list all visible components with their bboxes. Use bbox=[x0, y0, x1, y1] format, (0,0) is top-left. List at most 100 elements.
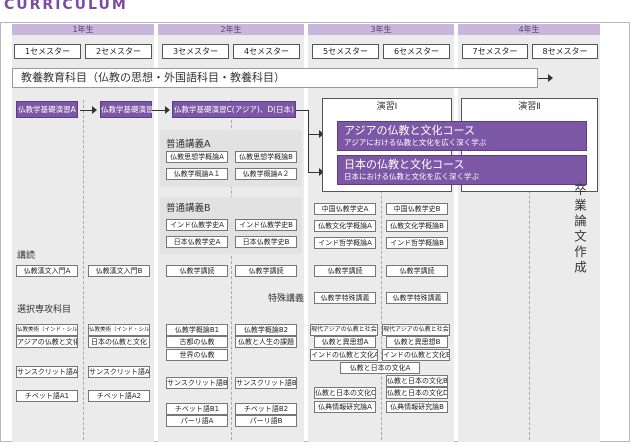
course-item: チベット語B1 bbox=[166, 403, 228, 415]
asia-course: アジアの仏教と文化コース アジアにおける仏教と文化を広く深く学ぶ bbox=[337, 121, 587, 151]
arrow-line bbox=[308, 134, 320, 135]
seminar-2-label: 演習Ⅱ bbox=[518, 102, 541, 112]
course-item: 日本仏教学史B bbox=[235, 236, 297, 248]
foundation-seminar-cd: 仏教学基礎演習C(アジア)、D(日本) bbox=[172, 101, 296, 118]
japan-course: 日本の仏教と文化コース 日本における仏教と文化を広く深く学ぶ bbox=[337, 155, 587, 185]
graduation-thesis: 卒業論文作成 bbox=[572, 183, 587, 276]
year-header: 3年生 bbox=[308, 24, 454, 35]
course-item: 仏教と異思想B bbox=[386, 336, 448, 348]
course-item: インド哲学概論A bbox=[314, 237, 376, 249]
asia-course-desc: アジアにおける仏教と文化を広く深く学ぶ bbox=[344, 138, 487, 147]
year-header: 1年生 bbox=[12, 24, 154, 35]
course-item: 日本の仏教と文化 bbox=[88, 336, 150, 348]
course-item: 現代アジアの仏教と社会B bbox=[382, 324, 450, 336]
section-dokkai: 講読 bbox=[17, 251, 36, 261]
arrow-line bbox=[538, 78, 548, 79]
course-item: 仏教学特殊講義 bbox=[386, 292, 448, 304]
semester-2: 2セメスター bbox=[85, 44, 152, 59]
arrow-line bbox=[152, 110, 165, 111]
japan-course-name: 日本の仏教と文化コース bbox=[344, 158, 465, 171]
course-item: 中国仏教学史A bbox=[314, 203, 376, 215]
course-item: 仏教学概論B2 bbox=[235, 324, 297, 336]
course-item: 仏教と日本の文化C bbox=[314, 387, 376, 399]
course-item: 仏教文化学概論B bbox=[386, 220, 448, 232]
course-item: 仏教美術（インド・シルクロード）入門B bbox=[88, 324, 150, 336]
course-item: チベット語A1 bbox=[16, 390, 78, 402]
course-item: 仏教学概論B1 bbox=[166, 324, 228, 336]
year-header: 2年生 bbox=[158, 24, 304, 35]
course-item: インド仏教学史A bbox=[166, 219, 228, 231]
semester-6: 6セメスター bbox=[383, 44, 450, 59]
section-senmon: 選択専攻科目 bbox=[17, 305, 72, 315]
general-education-bar: 教養教育科目（仏教の思想・外国語科目・教養科目） bbox=[12, 68, 538, 88]
course-item: 中国仏教学史B bbox=[386, 203, 448, 215]
course-item: 仏教学概論A２ bbox=[235, 168, 297, 180]
arrow-line bbox=[308, 172, 320, 173]
course-item: 仏教と日本の文化D bbox=[386, 387, 448, 399]
course-item: チベット語A2 bbox=[88, 390, 150, 402]
course-item: サンスクリット語A1 bbox=[16, 366, 78, 378]
course-item: 仏教と人生の課題 bbox=[235, 336, 297, 348]
arrow-head bbox=[548, 74, 553, 82]
divider bbox=[529, 100, 530, 440]
section-tokushu: 特殊講義 bbox=[268, 294, 305, 304]
arrow-head bbox=[319, 168, 324, 176]
asia-course-name: アジアの仏教と文化コース bbox=[344, 124, 476, 137]
course-item: サンスクリット語A2 bbox=[88, 366, 150, 378]
semester-1: 1セメスター bbox=[14, 44, 81, 59]
section-futsu-a: 普通講義A bbox=[166, 139, 211, 150]
page-title: CURRICULUM bbox=[4, 0, 128, 13]
course-item: 仏教文化学概論A bbox=[314, 220, 376, 232]
course-item: 仏教学特殊講義 bbox=[314, 292, 376, 304]
course-item: 仏教漢文入門A bbox=[16, 265, 78, 277]
course-item: サンスクリット語B2 bbox=[235, 377, 297, 389]
arrow-head bbox=[92, 106, 97, 114]
course-item: 仏典情報研究論B bbox=[386, 401, 448, 413]
course-item: 古都の仏教 bbox=[166, 336, 228, 348]
course-item: 仏教と日本の文化B bbox=[386, 375, 448, 387]
course-item: パーリ語B bbox=[235, 415, 297, 427]
semester-5: 5セメスター bbox=[312, 44, 379, 59]
course-item: 仏教学概論A１ bbox=[166, 168, 228, 180]
divider bbox=[381, 100, 382, 440]
arrow-head bbox=[165, 106, 170, 114]
course-item: 日本仏教学史A bbox=[166, 236, 228, 248]
course-item: インド仏教学史B bbox=[235, 219, 297, 231]
divider bbox=[231, 100, 232, 440]
arrow-head bbox=[319, 130, 324, 138]
course-item: 仏教学講読 bbox=[314, 265, 376, 277]
course-item: インドの仏教と文化A bbox=[310, 349, 378, 361]
course-item: インドの仏教と文化B bbox=[382, 349, 450, 361]
course-item: インド哲学概論B bbox=[386, 237, 448, 249]
course-item: 仏典情報研究論A bbox=[314, 401, 376, 413]
connector-line bbox=[308, 110, 309, 172]
section-futsu-b: 普通講義B bbox=[166, 203, 211, 214]
course-item: サンスクリット語B1 bbox=[166, 377, 228, 389]
arrow-line bbox=[296, 110, 308, 111]
year-header: 4年生 bbox=[458, 24, 600, 35]
course-item: 仏教美術（インド・シルクロード）入門A bbox=[16, 324, 78, 336]
japan-course-desc: 日本における仏教と文化を広く深く学ぶ bbox=[344, 172, 479, 181]
semester-7: 7セメスター bbox=[462, 44, 528, 59]
course-item: 仏教思想学概論B bbox=[235, 151, 297, 163]
course-item: チベット語B2 bbox=[235, 403, 297, 415]
semester-8: 8セメスター bbox=[532, 44, 598, 59]
semester-3: 3セメスター bbox=[162, 44, 229, 59]
course-item: 仏教思想学概論A bbox=[166, 151, 228, 163]
course-item: 仏教学講読 bbox=[386, 265, 448, 277]
course-item: 仏教漢文入門B bbox=[88, 265, 150, 277]
foundation-seminar-a: 仏教学基礎演習A bbox=[16, 101, 78, 118]
divider bbox=[83, 100, 84, 440]
course-item: アジアの仏教と文化 bbox=[16, 336, 78, 348]
course-item: 仏教と異思想A bbox=[314, 336, 376, 348]
foundation-seminar-b: 仏教学基礎演習B bbox=[100, 101, 159, 118]
course-item: 世界の仏教 bbox=[166, 349, 228, 361]
semester-4: 4セメスター bbox=[233, 44, 300, 59]
seminar-1-label: 演習Ⅰ bbox=[376, 102, 398, 112]
arrow-line bbox=[80, 110, 92, 111]
course-item: 現代アジアの仏教と社会A bbox=[310, 324, 378, 336]
course-item: 仏教学講読 bbox=[166, 265, 228, 277]
course-item: パーリ語A bbox=[166, 415, 228, 427]
course-item: 仏教学講読 bbox=[235, 265, 297, 277]
course-item: 仏教と日本の文化A bbox=[340, 362, 420, 374]
